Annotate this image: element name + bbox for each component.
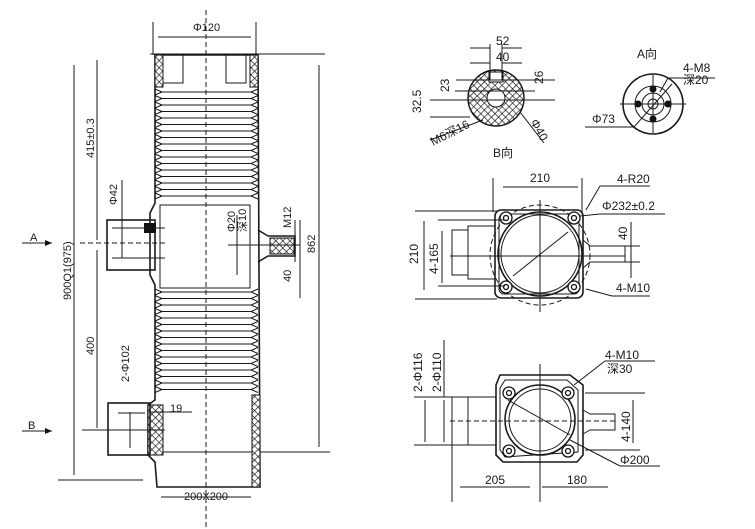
- rib-edge: [154, 301, 259, 309]
- dim-26: 26: [532, 70, 546, 84]
- port-b: [107, 402, 151, 456]
- dim-phi120: Φ120: [193, 22, 220, 34]
- ribs: [154, 88, 259, 393]
- dim-deep20: 深20: [683, 73, 709, 87]
- dim-deep30: 深30: [607, 362, 633, 376]
- dim-32-5: 32.5: [410, 89, 424, 113]
- dim-m12: M12: [282, 207, 294, 228]
- rib-edge: [154, 360, 259, 367]
- dim-19: 19: [170, 403, 182, 415]
- rib-edge: [154, 379, 259, 387]
- rib-edge: [154, 186, 259, 193]
- top-flange-view: 210 4-R20 Φ232±0.2 40 210 4-165 4-M10: [407, 171, 665, 312]
- dim-40: 40: [616, 226, 630, 240]
- rib-edge: [154, 192, 259, 200]
- rib-edge: [154, 327, 259, 335]
- rib-edge: [154, 288, 259, 296]
- dim-phi232: Φ232±0.2: [602, 199, 655, 213]
- rib-edge: [154, 347, 259, 354]
- rib-edge: [154, 386, 259, 393]
- rib-edge: [154, 127, 259, 135]
- rib-edge: [154, 340, 259, 348]
- view-b: 52 40 23 26 32.5 M6深16 Φ40 B向: [410, 34, 555, 160]
- rib-edge: [154, 108, 259, 115]
- rib-edge: [154, 295, 259, 302]
- dim-40: 40: [282, 270, 294, 282]
- dim-52: 52: [496, 34, 510, 48]
- rib-edge: [154, 179, 259, 187]
- dim-phi40: Φ40: [527, 117, 551, 144]
- dim-deep10: 深10: [236, 209, 249, 232]
- dim-2-phi116: 2-Φ116: [411, 352, 425, 392]
- dim-4-m10: 4-M10: [605, 348, 639, 362]
- rib-edge: [154, 121, 259, 128]
- rib-edge: [154, 314, 259, 322]
- view-a: A向 4-M8 深20 Φ73: [585, 46, 715, 135]
- dim-phi73: Φ73: [592, 112, 615, 126]
- dim-4-m10: 4-M10: [616, 281, 650, 295]
- rib-edge: [154, 166, 259, 174]
- rib-edge: [154, 366, 259, 374]
- dim-180: 180: [567, 473, 587, 487]
- port-a: [106, 219, 156, 271]
- rib-edge: [154, 321, 259, 328]
- side-view: Φ120 415±0.3 900Q1(975) 400 Φ42 2-Φ102 A…: [22, 10, 330, 529]
- dim-23: 23: [438, 78, 452, 92]
- dim-400: 400: [85, 337, 97, 355]
- dim-862: 862: [306, 235, 318, 253]
- rib-edge: [154, 101, 259, 109]
- view-arrow-a: A: [30, 232, 38, 244]
- dim-200x200: 200X200: [184, 491, 228, 503]
- view-b-title: B向: [493, 145, 513, 160]
- rib-edge: [154, 373, 259, 380]
- dim-415: 415±0.3: [85, 118, 97, 158]
- dim-phi20: Φ20: [226, 211, 238, 232]
- dim-210-vertical: 210: [407, 244, 421, 264]
- rib-edge: [154, 88, 259, 96]
- rib-edge: [154, 153, 259, 161]
- dim-2-phi110: 2-Φ110: [430, 352, 444, 392]
- rib-edge: [154, 353, 259, 361]
- view-a-title: A向: [637, 46, 657, 61]
- dim-4-m8: 4-M8: [683, 61, 711, 75]
- rib-edge: [154, 160, 259, 167]
- body-outline: [147, 54, 261, 488]
- dim-4-165: 4-165: [427, 243, 441, 274]
- rib-edge: [154, 140, 259, 148]
- rib-edge: [154, 134, 259, 141]
- rib-edge: [154, 308, 259, 315]
- rib-edge: [154, 173, 259, 180]
- bottom-flange-view: 2-Φ116 2-Φ110 4-M10 深30 4-140 Φ200 205 1…: [411, 340, 660, 502]
- dim-40: 40: [496, 50, 510, 64]
- rib-edge: [154, 114, 259, 122]
- dim-205: 205: [485, 473, 505, 487]
- dim-900: 900Q1(975): [62, 241, 74, 300]
- rib-edge: [154, 334, 259, 341]
- m6-deep16: M6深16: [428, 117, 472, 149]
- dim-4-140: 4-140: [619, 411, 633, 442]
- view-arrow-b: B: [28, 420, 35, 432]
- dim-4-r20: 4-R20: [617, 172, 650, 186]
- rib-edge: [154, 95, 259, 102]
- dim-phi42: Φ42: [108, 184, 120, 205]
- dim-210-horizontal: 210: [530, 171, 550, 185]
- rib-edge: [154, 147, 259, 154]
- dim-phi200: Φ200: [620, 453, 650, 467]
- dim-phi102: 2-Φ102: [120, 345, 132, 382]
